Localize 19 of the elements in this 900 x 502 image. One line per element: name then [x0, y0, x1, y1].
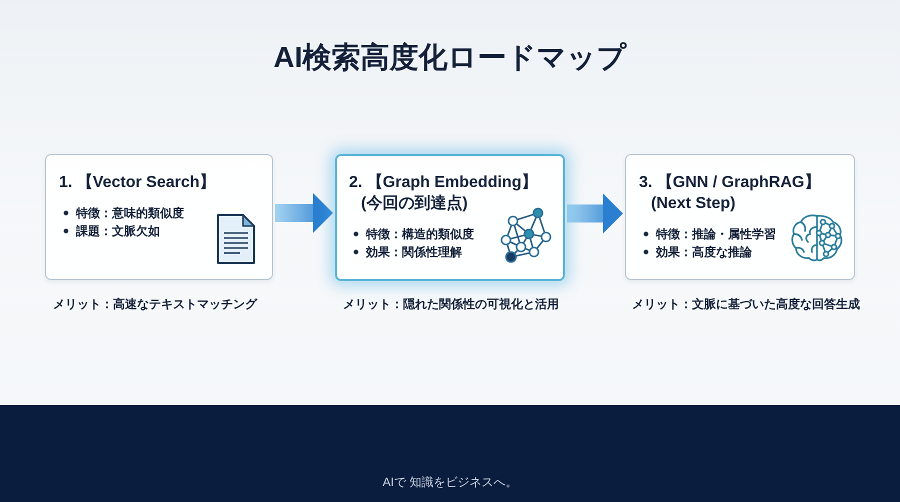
bullet-item: 課題：文脈欠如 [62, 222, 160, 240]
step-heading: 1. 【Vector Search】 [59, 172, 217, 193]
bullet-item: 特徴：構造的類似度 [352, 225, 474, 243]
arrow [275, 193, 333, 233]
arrow [567, 194, 623, 234]
bullet-item: 効果：関係性理解 [352, 243, 462, 261]
step-heading: 3. 【GNN / GraphRAG】 (Next Step) [639, 172, 822, 214]
step-card [45, 154, 273, 280]
bullet-item: 特徴：推論・属性学習 [642, 225, 776, 243]
bullet-item: 特徴：意味的類似度 [62, 204, 184, 222]
step-heading: 2. 【Graph Embedding】 (今回の到達点) [349, 172, 538, 214]
tagline-text: AIで 知識をビジネスへ。 [382, 474, 518, 490]
merit-note: メリット：文脈に基づいた高度な回答生成 [632, 296, 860, 312]
step-card [625, 154, 855, 280]
diagram-title: AI検索高度化ロードマップ [272, 40, 628, 76]
merit-note: メリット：隠れた関係性の可視化と活用 [343, 296, 559, 312]
bullet-item: 効果：高度な推論 [642, 243, 752, 261]
merit-note: メリット：高速なテキストマッチング [53, 296, 257, 312]
step-card [335, 154, 565, 281]
